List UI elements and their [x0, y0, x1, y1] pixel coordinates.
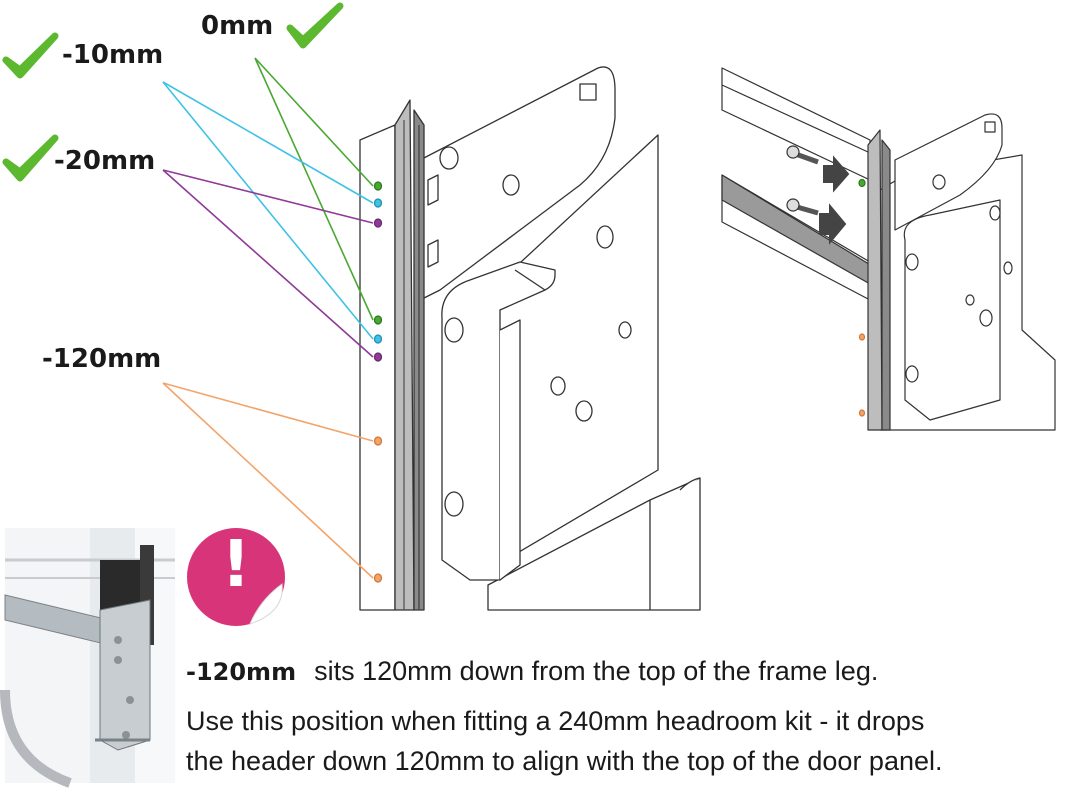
- note-line-3: the header down 120mm to align with the …: [186, 746, 943, 776]
- check-icon: [2, 134, 59, 182]
- arrow-icon: [823, 155, 850, 193]
- installation-photo: [0, 528, 175, 788]
- leader-lines: [162, 57, 374, 579]
- warning-sticker-icon: [187, 528, 285, 626]
- note-line-2: Use this position when fitting a 240mm h…: [186, 706, 925, 736]
- arrow-icon: [819, 203, 847, 245]
- label-minus20mm: -20mm: [54, 146, 156, 176]
- label-0mm: 0mm: [201, 11, 274, 41]
- note-term: -120mm: [186, 658, 297, 686]
- check-icon: [286, 2, 344, 49]
- label-minus120mm: -120mm: [42, 344, 162, 374]
- label-minus10mm: -10mm: [62, 40, 164, 70]
- check-icon: [2, 32, 59, 79]
- main-bracket-drawing: [359, 66, 701, 611]
- warning-exclamation: !: [221, 528, 251, 602]
- detail-drawing: [721, 67, 1056, 431]
